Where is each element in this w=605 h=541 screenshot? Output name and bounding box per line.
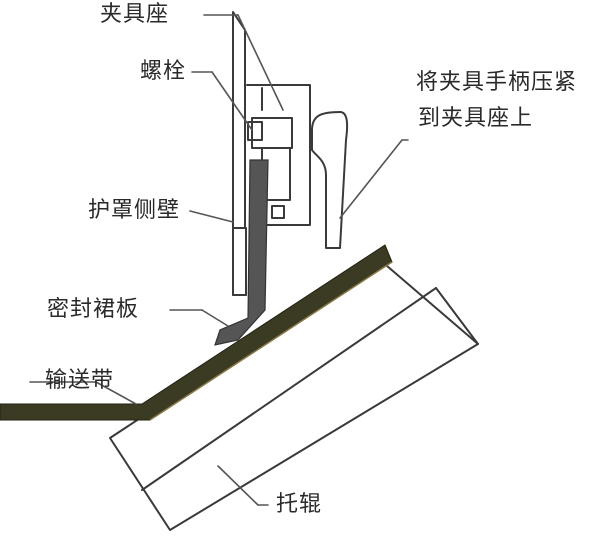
label-guard-side-wall: 护罩侧壁 xyxy=(88,198,181,223)
label-idler: 托辊 xyxy=(276,492,323,517)
leader-lines xyxy=(29,14,409,506)
guard-side-wall xyxy=(232,11,247,296)
seal-skirt xyxy=(214,159,269,346)
label-seal-skirt: 密封裙板 xyxy=(47,297,140,322)
bolt xyxy=(247,121,263,141)
conveyor-belt-edge xyxy=(149,261,393,421)
clamp-handle xyxy=(311,111,349,249)
label-conveyor-belt: 输送带 xyxy=(45,368,115,393)
label-press-handle-line1: 将夹具手柄压紧 xyxy=(416,70,578,95)
label-fixture-seat: 夹具座 xyxy=(100,2,170,27)
label-bolt: 螺栓 xyxy=(140,59,187,84)
label-press-handle-line2: 到夹具座上 xyxy=(418,106,534,131)
